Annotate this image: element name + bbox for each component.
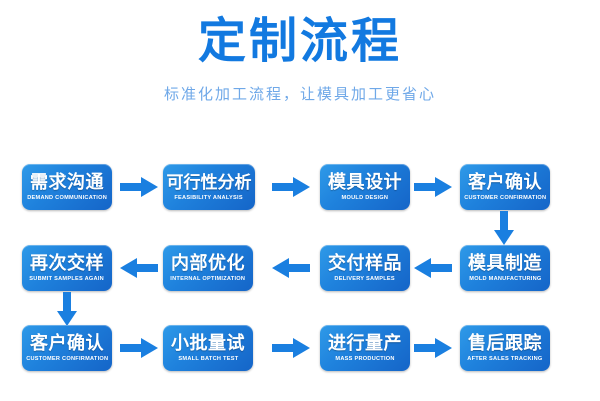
- arrow-right-icon: [120, 336, 158, 360]
- arrow-left-icon: [120, 256, 158, 280]
- flow-step-mass-production[interactable]: 进行量产 MASS PRODUCTION: [320, 325, 410, 371]
- flow-step-customer-confirmation-1[interactable]: 客户确认 CUSTOMER CONFIRMATION: [460, 164, 550, 210]
- arrow-right-icon: [120, 175, 158, 199]
- flow-step-label-en: SUBMIT SAMPLES AGAIN: [29, 275, 105, 282]
- flow-step-label-en: CUSTOMER CONFIRMATION: [25, 355, 109, 362]
- flow-step-label-cn: 可行性分析: [166, 172, 252, 192]
- flow-step-label-cn: 小批量试: [171, 332, 245, 353]
- flow-step-small-batch-test[interactable]: 小批量试 SMALL BATCH TEST: [163, 325, 253, 371]
- flow-step-label-en: CUSTOMER CONFIRMATION: [463, 194, 547, 201]
- arrow-down-icon: [492, 211, 516, 245]
- page-title: 定制流程: [197, 15, 402, 68]
- flow-step-feasibility-analysis[interactable]: 可行性分析 FEASIBILITY ANALYSIS: [163, 164, 255, 210]
- flow-step-label-en: FEASIBILITY ANALYSIS: [174, 194, 244, 201]
- flow-step-label-en: DEMAND COMMUNICATION: [27, 194, 107, 201]
- flow-step-label-cn: 内部优化: [171, 252, 245, 273]
- flow-step-mould-design[interactable]: 模具设计 MOULD DESIGN: [320, 164, 410, 210]
- flow-step-label-cn: 进行量产: [328, 332, 402, 353]
- flow-step-label-cn: 再次交样: [30, 252, 104, 273]
- flow-step-label-en: DELIVERY SAMPLES: [334, 275, 396, 282]
- flow-step-delivery-samples[interactable]: 交付样品 DELIVERY SAMPLES: [320, 245, 410, 291]
- arrow-left-icon: [272, 256, 310, 280]
- arrow-right-icon: [272, 336, 310, 360]
- process-flow-diagram: 需求沟通 DEMAND COMMUNICATION 可行性分析 FEASIBIL…: [0, 140, 600, 401]
- flow-step-label-en: MASS PRODUCTION: [335, 355, 395, 362]
- page-header: 定制流程 标准化加工流程，让模具加工更省心: [0, 0, 600, 140]
- flow-step-label-cn: 模具设计: [328, 171, 402, 192]
- arrow-left-icon: [414, 256, 452, 280]
- arrow-right-icon: [272, 175, 310, 199]
- flow-step-label-cn: 售后跟踪: [468, 332, 542, 353]
- flow-step-label-en: AFTER SALES TRACKING: [467, 355, 543, 362]
- flow-step-label-cn: 需求沟通: [30, 171, 104, 192]
- flow-step-label-cn: 模具制造: [468, 252, 542, 273]
- arrow-right-icon: [414, 175, 452, 199]
- flow-step-label-en: INTERNAL OPTIMIZATION: [170, 275, 246, 282]
- arrow-right-icon: [414, 336, 452, 360]
- flow-step-label-cn: 客户确认: [468, 171, 542, 192]
- flow-step-label-cn: 客户确认: [30, 332, 104, 353]
- flow-step-internal-optimization[interactable]: 内部优化 INTERNAL OPTIMIZATION: [163, 245, 253, 291]
- flow-step-label-cn: 交付样品: [328, 252, 402, 273]
- flow-step-label-en: MOLD MANUFACTURING: [468, 275, 542, 282]
- flow-step-after-sales-tracking[interactable]: 售后跟踪 AFTER SALES TRACKING: [460, 325, 550, 371]
- flow-step-demand-communication[interactable]: 需求沟通 DEMAND COMMUNICATION: [22, 164, 112, 210]
- arrow-down-icon: [55, 292, 79, 326]
- page-subtitle: 标准化加工流程，让模具加工更省心: [163, 86, 436, 103]
- flow-step-label-en: SMALL BATCH TEST: [178, 355, 238, 362]
- flow-step-label-en: MOULD DESIGN: [341, 194, 389, 201]
- flow-step-submit-samples-again[interactable]: 再次交样 SUBMIT SAMPLES AGAIN: [22, 245, 112, 291]
- flow-step-mold-manufacturing[interactable]: 模具制造 MOLD MANUFACTURING: [460, 245, 550, 291]
- flow-step-customer-confirmation-2[interactable]: 客户确认 CUSTOMER CONFIRMATION: [22, 325, 112, 371]
